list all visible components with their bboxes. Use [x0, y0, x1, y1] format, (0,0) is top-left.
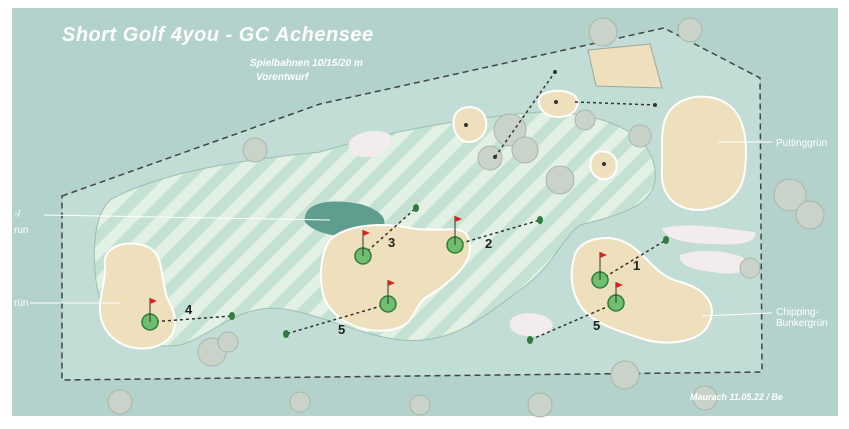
label-left-lower: rün [14, 298, 29, 309]
hole-number-2: 2 [485, 236, 493, 251]
putting-green-sand [660, 95, 747, 212]
bunker-white-right-2 [679, 250, 751, 274]
label-bunker-green: Bunkergrün [776, 318, 828, 329]
plan-subtitle: Spielbahnen 10/15/20 m [250, 58, 363, 69]
hole-number-1: 1 [633, 258, 641, 273]
plan-footer: Maurach 11.05.22 / Be [690, 392, 783, 402]
hole-number-4: 4 [185, 302, 193, 317]
label-left-upper-1: g -/ [6, 209, 21, 220]
sand-right [570, 237, 713, 344]
sand-small-2 [537, 89, 579, 119]
bunker-white-bottom [509, 313, 553, 337]
plan-title: Short Golf 4you - GC Achensee [62, 24, 374, 46]
shot-lines [149, 71, 667, 341]
tee-markers [229, 204, 669, 344]
hole-number-5-right: 5 [593, 318, 601, 333]
hole-number-5-left: 5 [338, 322, 346, 337]
building-plot [587, 43, 663, 89]
plan-subtitle-2: Vorentwurf [256, 72, 309, 83]
markers [464, 70, 657, 166]
label-chipping: Chipping- [776, 307, 819, 318]
bunker-white-top [348, 130, 392, 158]
hole-number-3: 3 [388, 235, 396, 250]
trees [107, 17, 825, 418]
label-left-upper-2: run [14, 225, 29, 236]
label-putting-green: Puttinggrün [776, 138, 828, 149]
sand-small-1 [452, 106, 488, 143]
bunker-white-right-1 [662, 225, 756, 245]
leader-lines [30, 141, 773, 317]
flag-icons [149, 216, 623, 322]
